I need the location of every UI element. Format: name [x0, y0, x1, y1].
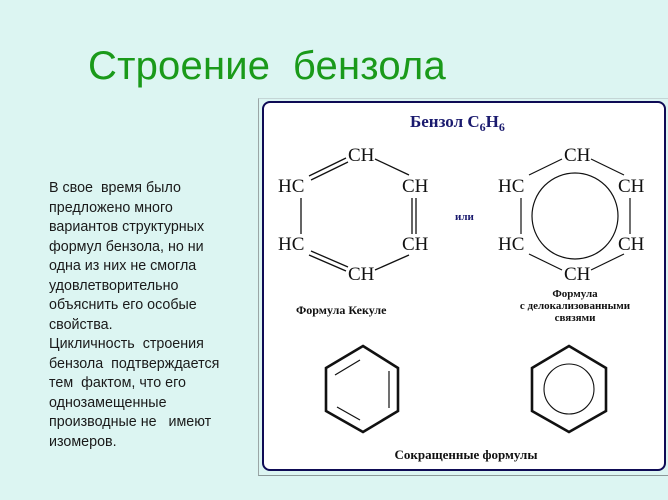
short-ring-hexagon [530, 344, 608, 434]
delocalized-caption-2: с делокализованными [520, 300, 631, 312]
short-formulas-caption: Сокращенные формулы [394, 447, 537, 462]
body-line: Цикличность строения [49, 336, 204, 352]
delocalized-bonds [520, 158, 631, 271]
body-line: изомеров. [49, 433, 117, 450]
atom-ch-upper-right: CH [402, 176, 429, 197]
body-line: формул бензола, но ни [49, 238, 204, 255]
body-line: бензола подтверждается [49, 355, 220, 372]
atom-ch-lower-right: CH [402, 234, 429, 255]
slide-title: Строение бензола [88, 44, 446, 88]
body-line: тем фактом, что его [49, 375, 186, 391]
figure-shadow-frame [258, 98, 668, 476]
body-line: удовлетворительно [49, 277, 179, 294]
atom-hc-lower-left: HC [278, 234, 304, 255]
atom-ch-top: CH [564, 145, 591, 166]
delocalized-ring [531, 172, 619, 260]
atom-ch-top: CH [348, 145, 375, 166]
body-line: производные не имеют [49, 414, 212, 430]
delocalized-structure: CH HC CH HC CH CH Формула с делокализова… [498, 145, 645, 324]
atom-ch-lower-right: CH [618, 234, 645, 255]
aromatic-ring [543, 363, 595, 415]
figure-heading: Бензол C6H6 [410, 112, 505, 134]
body-line: однозамещенные [49, 394, 167, 411]
kekule-bonds [300, 157, 417, 272]
atom-ch-upper-right: CH [618, 176, 645, 197]
body-line: В свое время было [49, 180, 181, 196]
body-line: свойства. [49, 316, 113, 333]
kekule-structure: CH HC CH HC CH CH Формула Кекуле [278, 145, 429, 317]
atom-hc-upper-left: HC [278, 176, 304, 197]
delocalized-caption-3: связями [555, 312, 596, 324]
atom-ch-bottom: CH [348, 264, 375, 285]
or-label: или [455, 211, 475, 223]
atom-ch-bottom: CH [564, 264, 591, 285]
kekule-caption: Формула Кекуле [296, 303, 387, 317]
body-line: одна из них не смогла [49, 258, 197, 274]
body-line: вариантов структурных [49, 219, 205, 235]
delocalized-caption-1: Формула [552, 288, 598, 300]
short-kekule-hexagon [324, 344, 400, 434]
atom-hc-upper-left: HC [498, 176, 524, 197]
body-line: объяснить его особые [49, 297, 197, 313]
atom-hc-lower-left: HC [498, 234, 524, 255]
body-line: предложено много [49, 199, 173, 216]
body-text: В свое время было предложено много вариа… [49, 179, 259, 452]
benzene-figure: Бензол C6H6 CH HC CH HC CH CH Формула Ке… [278, 112, 645, 462]
